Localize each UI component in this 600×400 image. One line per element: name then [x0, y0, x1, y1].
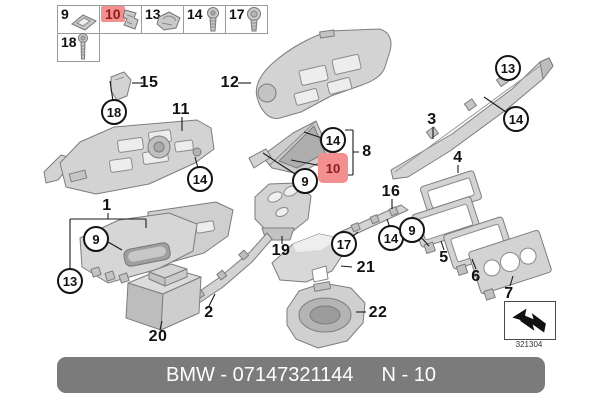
- fastener-cell-13[interactable]: 13: [141, 5, 184, 34]
- fastener-cell-10[interactable]: 10: [99, 5, 142, 34]
- callout-circle-13[interactable]: 13: [57, 268, 83, 294]
- direction-legend-box: [504, 301, 556, 340]
- bolt-icon: [247, 7, 261, 32]
- part-15-shape: [110, 71, 132, 101]
- part-21-shape: [271, 233, 346, 283]
- fastener-row-1: 9 10 13 14: [57, 5, 268, 34]
- part-label-16[interactable]: 16: [381, 183, 401, 200]
- footer-part-number: BMW - 07147321144: [166, 363, 354, 386]
- part-label-4[interactable]: 4: [453, 149, 463, 166]
- part-label-19[interactable]: 19: [271, 242, 291, 259]
- part-7-shape: [468, 229, 552, 301]
- retaining-clip-icon: [156, 11, 181, 31]
- callout-circle-18[interactable]: 18: [101, 99, 127, 125]
- part-label-11[interactable]: 11: [172, 101, 190, 118]
- part-label-7[interactable]: 7: [504, 285, 514, 302]
- fastener-number: 9: [61, 6, 69, 22]
- fastener-number: 13: [145, 6, 161, 22]
- part-20-shape: [125, 263, 202, 331]
- fastener-cell-9[interactable]: 9: [57, 5, 100, 34]
- part-label-20[interactable]: 20: [148, 328, 168, 345]
- part-label-6[interactable]: 6: [471, 268, 481, 285]
- part-label-15[interactable]: 15: [139, 74, 159, 91]
- part-label-8[interactable]: 8: [362, 143, 372, 160]
- fastener-legend-table: 9 10 13 14: [57, 5, 268, 62]
- part-1-shape: [79, 201, 234, 284]
- callout-circle-9[interactable]: 9: [83, 226, 109, 252]
- fastener-cell-17[interactable]: 17: [225, 5, 268, 34]
- screw-icon: [207, 7, 219, 32]
- spring-clip-icon: [122, 9, 139, 30]
- clip-nut-icon: [71, 14, 97, 31]
- callout-circle-17[interactable]: 17: [331, 231, 357, 257]
- direction-of-travel-arrow-icon: [512, 308, 546, 332]
- fastener-number: 14: [187, 6, 203, 22]
- fastener-number-highlighted: 10: [101, 6, 125, 22]
- callout-circle-9[interactable]: 9: [292, 168, 318, 194]
- fastener-cell-14[interactable]: 14: [183, 5, 226, 34]
- fastener-number: 17: [229, 6, 245, 22]
- leader-lines: [69, 80, 514, 331]
- callout-circle-13[interactable]: 13: [495, 55, 521, 81]
- part-2-shape: [183, 232, 273, 310]
- callout-circle-10[interactable]: 10: [318, 153, 348, 183]
- part-label-2[interactable]: 2: [204, 304, 214, 321]
- part-8-shape: [248, 120, 332, 175]
- fastener-number: 18: [61, 34, 77, 50]
- fastener-row-2: 18: [57, 33, 268, 62]
- footer-revision: N - 10: [381, 363, 436, 386]
- callout-circle-14[interactable]: 14: [187, 166, 213, 192]
- diagram-code: 321304: [515, 340, 543, 349]
- part-label-22[interactable]: 22: [368, 304, 388, 321]
- long-bolt-icon: [78, 33, 88, 60]
- part-12-shape: [255, 28, 392, 119]
- callout-circle-14[interactable]: 14: [320, 127, 346, 153]
- part-3-shape: [390, 57, 554, 180]
- part-19-shape: [254, 182, 312, 241]
- part-label-1[interactable]: 1: [102, 197, 112, 214]
- part-16-shape: [332, 204, 409, 244]
- part-label-3[interactable]: 3: [427, 111, 437, 128]
- callout-circle-9[interactable]: 9: [399, 217, 425, 243]
- callout-circle-14[interactable]: 14: [503, 106, 529, 132]
- fastener-cell-18[interactable]: 18: [57, 33, 100, 62]
- footer-part-number-bar: BMW - 07147321144 N - 10: [57, 357, 545, 393]
- part-label-21[interactable]: 21: [356, 259, 376, 276]
- part-label-5[interactable]: 5: [439, 249, 449, 266]
- part-11-shape: [43, 119, 215, 195]
- part-22-shape: [286, 281, 366, 349]
- part-label-12[interactable]: 12: [220, 74, 240, 91]
